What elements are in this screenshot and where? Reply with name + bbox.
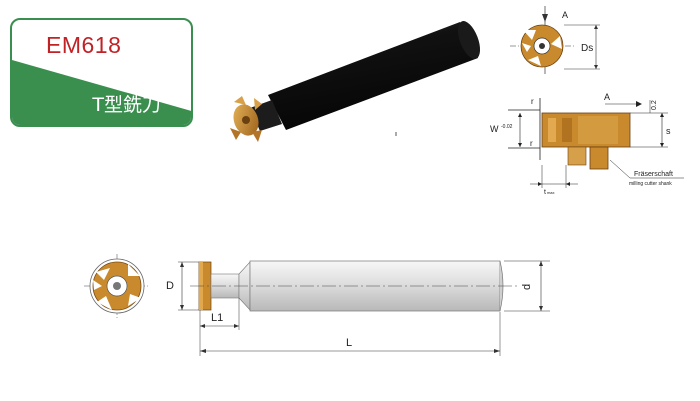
section-label-a: A xyxy=(604,92,610,102)
section-label-w: W xyxy=(490,124,499,134)
product-badge: EM618 T型銑刀 xyxy=(10,18,193,127)
dimension-L1 xyxy=(199,298,240,356)
dimension-L xyxy=(200,312,501,356)
end-view-label-a: A xyxy=(562,10,568,20)
product-name: T型銑刀 xyxy=(92,94,161,116)
label-L1: L1 xyxy=(211,312,223,324)
section-label-r-bottom: r xyxy=(530,139,533,148)
section-label-r-top: r xyxy=(531,97,534,106)
cutter-side-view xyxy=(190,260,520,312)
label-d: d xyxy=(521,284,533,290)
dimension-D xyxy=(178,261,199,311)
section-label-w-tol: -0.02 xyxy=(501,124,513,130)
section-label-0-2: 0.2 xyxy=(651,100,658,110)
end-view-label-ds: Ds xyxy=(581,43,593,54)
end-view-detail-drawing xyxy=(510,6,600,74)
section-label-shank-en: milling cutter shank xyxy=(629,181,672,187)
section-label-shank-de: Fräserschaft xyxy=(634,171,673,178)
head-end-view xyxy=(84,254,150,318)
section-label-s: s xyxy=(666,126,671,136)
photo-insert-head xyxy=(230,96,262,142)
section-label-tmax: tmax xyxy=(544,189,555,196)
product-code: EM618 xyxy=(46,32,122,58)
label-L: L xyxy=(346,337,352,349)
badge-green-wedge xyxy=(12,60,191,125)
section-view-drawing xyxy=(508,98,684,188)
label-D: D xyxy=(166,280,174,292)
dimension-d xyxy=(504,260,550,312)
